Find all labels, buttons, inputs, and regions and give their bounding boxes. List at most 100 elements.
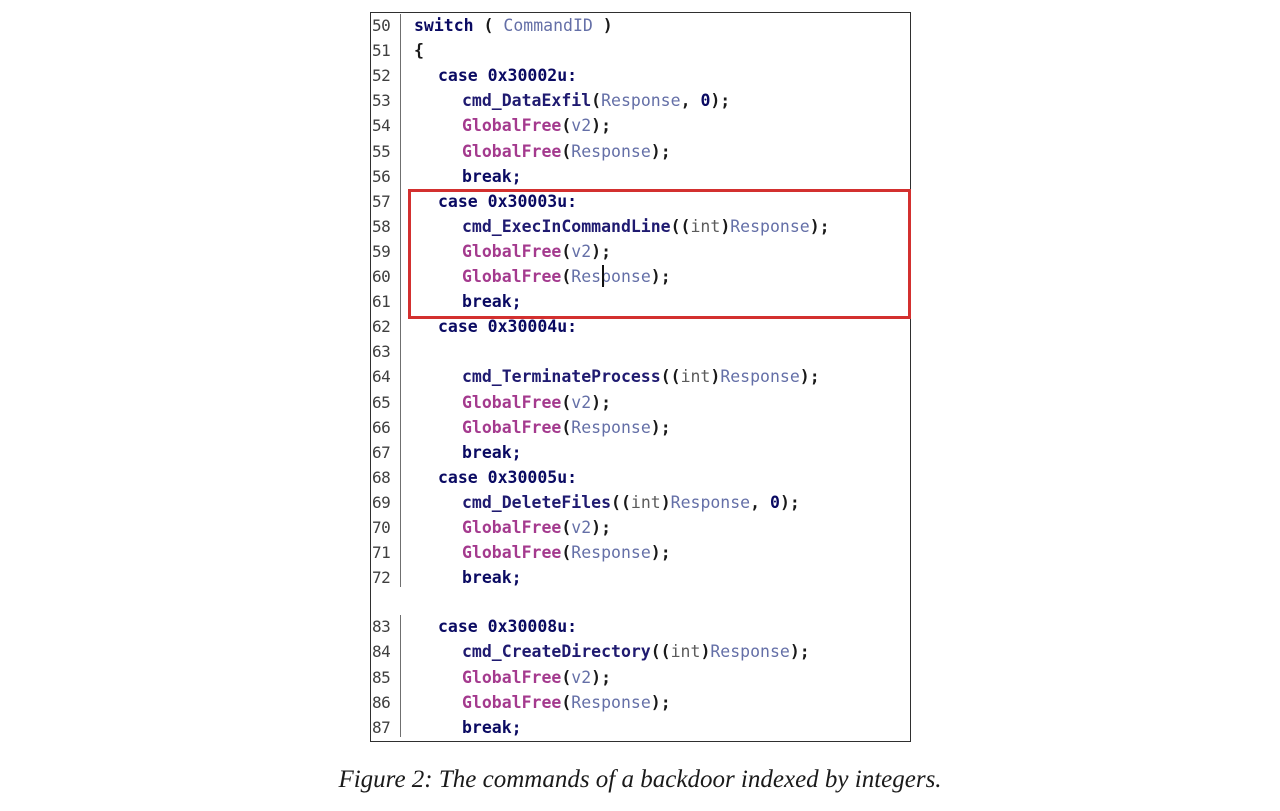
- code-token: GlobalFree: [462, 692, 562, 712]
- code-token: Response: [571, 141, 651, 161]
- line-number: 57: [372, 191, 391, 211]
- code-line: 62 case 0x30004u:: [371, 314, 910, 339]
- line-number: 69: [372, 492, 391, 512]
- code-token: (: [561, 667, 572, 687]
- code-token: ): [710, 367, 721, 387]
- code-token: ,: [750, 492, 770, 512]
- code-token: int: [690, 216, 721, 236]
- code-token: GlobalFree: [462, 267, 562, 286]
- code-text: GlobalFree(v2);: [462, 665, 611, 690]
- code-token: );: [591, 518, 612, 537]
- code-line: 70 GlobalFree(v2);: [371, 515, 910, 540]
- code-token: );: [799, 367, 820, 387]
- code-token: ((: [660, 367, 681, 387]
- code-token: cmd_TerminateProcess: [462, 367, 661, 387]
- line-number: 59: [372, 241, 391, 261]
- code-text: break;: [462, 715, 522, 740]
- code-token: );: [809, 216, 830, 236]
- code-token: );: [779, 492, 800, 512]
- code-token: Response: [571, 543, 651, 563]
- code-token: Response: [730, 216, 810, 236]
- code-token: int: [670, 642, 701, 662]
- code-text: {: [414, 38, 424, 63]
- code-token: GlobalFree: [462, 241, 562, 261]
- code-text: case 0x30008u:: [438, 614, 577, 639]
- line-number: 84: [372, 642, 391, 662]
- code-token: case 0x30008u:: [438, 617, 578, 637]
- code-text: GlobalFree(Response);: [462, 264, 671, 289]
- code-text: GlobalFree(Response);: [462, 540, 671, 565]
- code-token: break;: [462, 292, 522, 312]
- line-number: 67: [372, 442, 391, 462]
- code-token: break;: [462, 717, 522, 737]
- line-number: 83: [372, 617, 391, 637]
- code-token: Response: [670, 492, 751, 512]
- code-text: cmd_TerminateProcess((int)Response);: [462, 364, 820, 389]
- code-token: );: [650, 417, 671, 437]
- code-token: GlobalFree: [462, 417, 562, 437]
- code-text: GlobalFree(v2);: [462, 515, 611, 540]
- code-token: cmd_DeleteFiles: [462, 492, 612, 512]
- code-text: cmd_ExecInCommandLine((int)Response);: [462, 214, 830, 239]
- code-token: (: [561, 267, 572, 286]
- code-token: cmd_DataExfil: [462, 91, 592, 111]
- code-text: case 0x30003u:: [438, 189, 577, 214]
- code-token: (: [561, 543, 572, 563]
- line-number: 58: [372, 216, 391, 236]
- code-text: GlobalFree(v2);: [462, 239, 611, 264]
- line-number: 85: [372, 667, 391, 687]
- code-token: );: [650, 141, 671, 161]
- line-number: 54: [372, 116, 391, 136]
- line-number: 72: [372, 568, 391, 588]
- code-line: 59 GlobalFree(v2);: [371, 239, 910, 264]
- code-token: GlobalFree: [462, 392, 562, 412]
- code-token: ): [660, 492, 671, 512]
- code-token: cmd_CreateDirectory: [462, 642, 651, 662]
- code-text: case 0x30004u:: [438, 314, 577, 339]
- line-number: 86: [372, 692, 391, 712]
- code-token: cmd_ExecInCommandLine: [462, 216, 671, 236]
- code-token: v2: [571, 518, 592, 537]
- code-line: 51{: [371, 38, 910, 63]
- code-text: break;: [462, 289, 522, 314]
- code-token: Response: [601, 91, 681, 111]
- code-token: CommandID: [503, 16, 593, 35]
- line-number: 70: [372, 518, 391, 537]
- line-number: 62: [372, 317, 391, 337]
- code-token: (: [561, 116, 572, 136]
- code-token: ): [592, 16, 613, 35]
- code-token: );: [789, 642, 810, 662]
- line-number: 68: [372, 467, 391, 487]
- line-number: 56: [372, 166, 391, 186]
- code-text: GlobalFree(Response);: [462, 690, 671, 715]
- code-token: break;: [462, 568, 522, 588]
- code-token: case 0x30003u:: [438, 191, 578, 211]
- code-text: GlobalFree(Response);: [462, 139, 671, 164]
- line-number: 65: [372, 392, 391, 412]
- code-line: 87 break;: [371, 715, 910, 740]
- code-line: 85 GlobalFree(v2);: [371, 665, 910, 690]
- code-token: ): [700, 642, 711, 662]
- code-text: break;: [462, 440, 522, 465]
- code-token: GlobalFree: [462, 543, 562, 563]
- code-token: ,: [680, 91, 701, 111]
- code-token: ): [720, 216, 731, 236]
- gutter-divider: [400, 615, 402, 737]
- line-number: 87: [372, 717, 391, 737]
- code-token: Response: [571, 267, 651, 286]
- code-token: (: [561, 392, 572, 412]
- code-token: (: [561, 518, 572, 537]
- code-token: v2: [571, 667, 592, 687]
- code-line: 63: [371, 339, 910, 364]
- code-token: (: [561, 417, 572, 437]
- code-token: Response: [710, 642, 790, 662]
- code-text: GlobalFree(Response);: [462, 415, 671, 440]
